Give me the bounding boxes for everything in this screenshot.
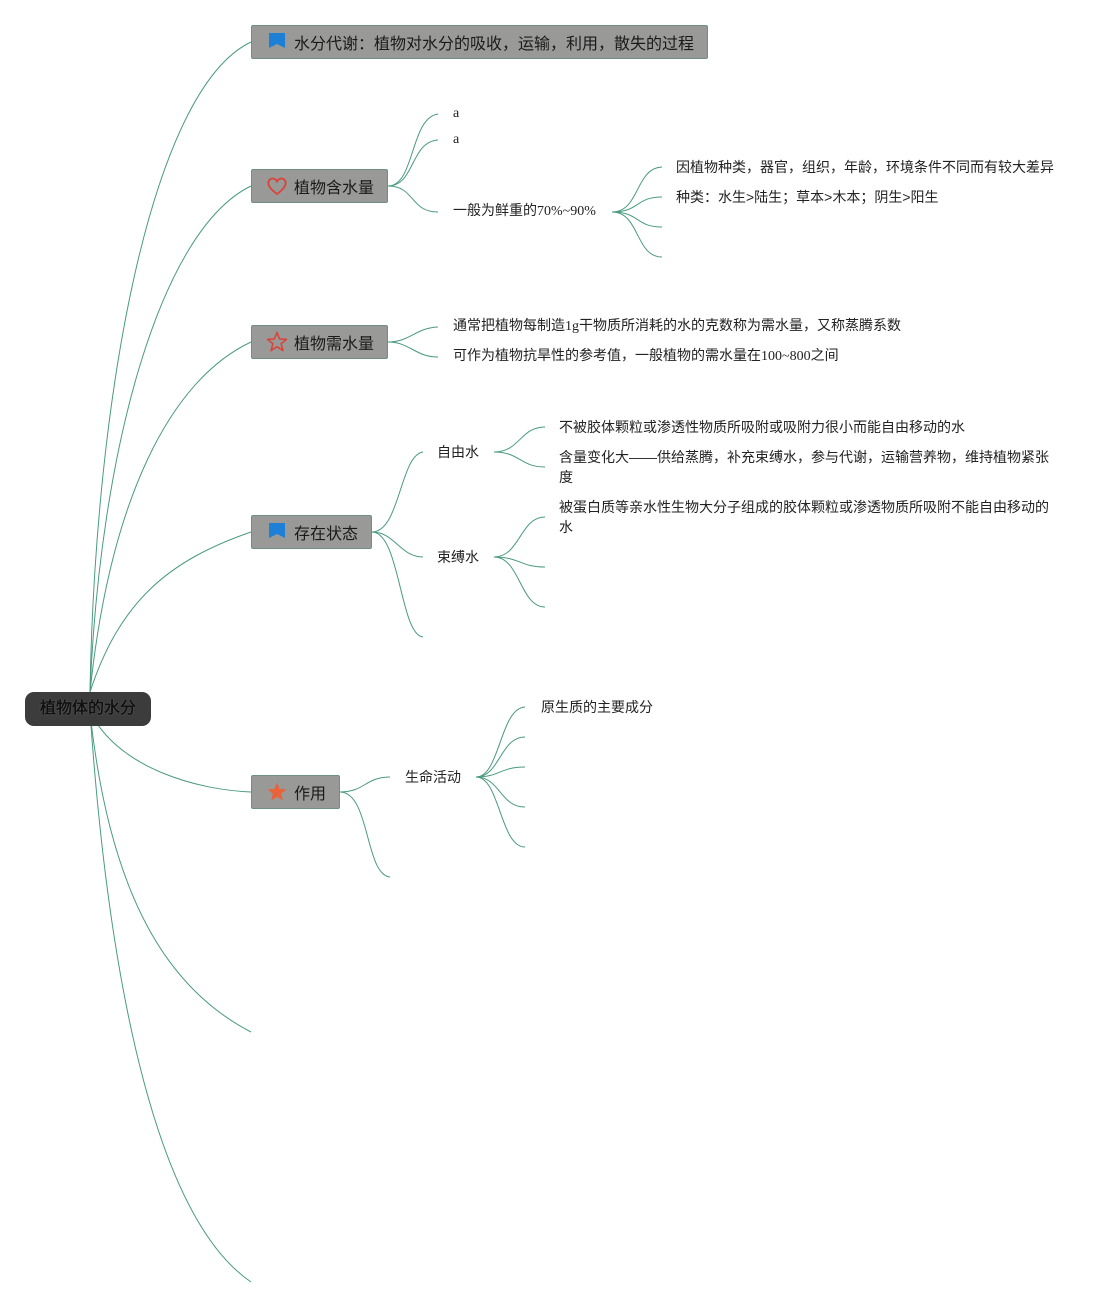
- topic-function-label: 作用: [294, 786, 327, 803]
- subtopic-general-range[interactable]: 一般为鲜重的70%~90%: [453, 204, 596, 219]
- topic-water-requirement-label: 植物需水量: [294, 336, 375, 353]
- link-root-state: [89, 531, 252, 693]
- topic-metabolism-label: 水分代谢：植物对水分的吸收，运输，利用，散失的过程: [294, 36, 695, 53]
- link-root-empty1: [89, 711, 252, 1033]
- star-outline-icon: [266, 331, 288, 353]
- star-filled-icon: [266, 781, 288, 803]
- subtopic-a2[interactable]: a: [453, 132, 460, 147]
- subtopic-life-activity[interactable]: 生命活动: [405, 769, 461, 785]
- topic-water-content-label: 植物含水量: [294, 180, 375, 197]
- subtopic-bound-water[interactable]: 束缚水: [437, 549, 479, 565]
- subtopic-free-water-role[interactable]: 含量变化大——供给蒸腾，补充束缚水，参与代谢，运输营养物，维持植物紧张度: [559, 449, 1049, 485]
- subtopic-bound-water-definition[interactable]: 被蛋白质等亲水性生物大分子组成的胶体颗粒或渗透物质所吸附不能自由移动的水: [559, 499, 1049, 535]
- root-topic-label: 植物体的水分: [39, 700, 136, 717]
- heart-icon: [266, 175, 288, 197]
- subtopic-protoplasm-component[interactable]: 原生质的主要成分: [541, 699, 653, 715]
- subtopic-transpiration-coefficient[interactable]: 通常把植物每制造1g干物质所消耗的水的克数称为需水量，又称蒸腾系数: [453, 319, 901, 334]
- topic-water-content[interactable]: 植物含水量: [251, 169, 388, 203]
- link-root-metabolism: [89, 41, 252, 693]
- topic-metabolism[interactable]: 水分代谢：植物对水分的吸收，运输，利用，散失的过程: [251, 25, 708, 59]
- link-root-requirement: [89, 341, 252, 693]
- subtopic-variation[interactable]: 因植物种类，器官，组织，年龄，环境条件不同而有较大差异: [676, 159, 1054, 175]
- topic-function[interactable]: 作用: [251, 775, 340, 809]
- flag-icon: [266, 521, 288, 543]
- subtopic-drought-reference[interactable]: 可作为植物抗旱性的参考值，一般植物的需水量在100~800之间: [453, 349, 839, 364]
- topic-water-requirement[interactable]: 植物需水量: [251, 325, 388, 359]
- link-root-empty2: [89, 711, 252, 1283]
- topic-existence-state[interactable]: 存在状态: [251, 515, 372, 549]
- subtopic-free-water[interactable]: 自由水: [437, 444, 479, 460]
- subtopic-free-water-definition[interactable]: 不被胶体颗粒或渗透性物质所吸附或吸附力很小而能自由移动的水: [559, 419, 965, 435]
- flag-icon: [266, 31, 288, 53]
- link-root-function: [89, 711, 252, 793]
- root-topic[interactable]: 植物体的水分: [25, 692, 151, 726]
- link-root-content: [89, 185, 252, 693]
- subtopic-species-order[interactable]: 种类：水生>陆生；草本>木本；阴生>阳生: [676, 189, 939, 205]
- topic-existence-state-label: 存在状态: [294, 526, 359, 543]
- subtopic-a1[interactable]: a: [453, 106, 460, 121]
